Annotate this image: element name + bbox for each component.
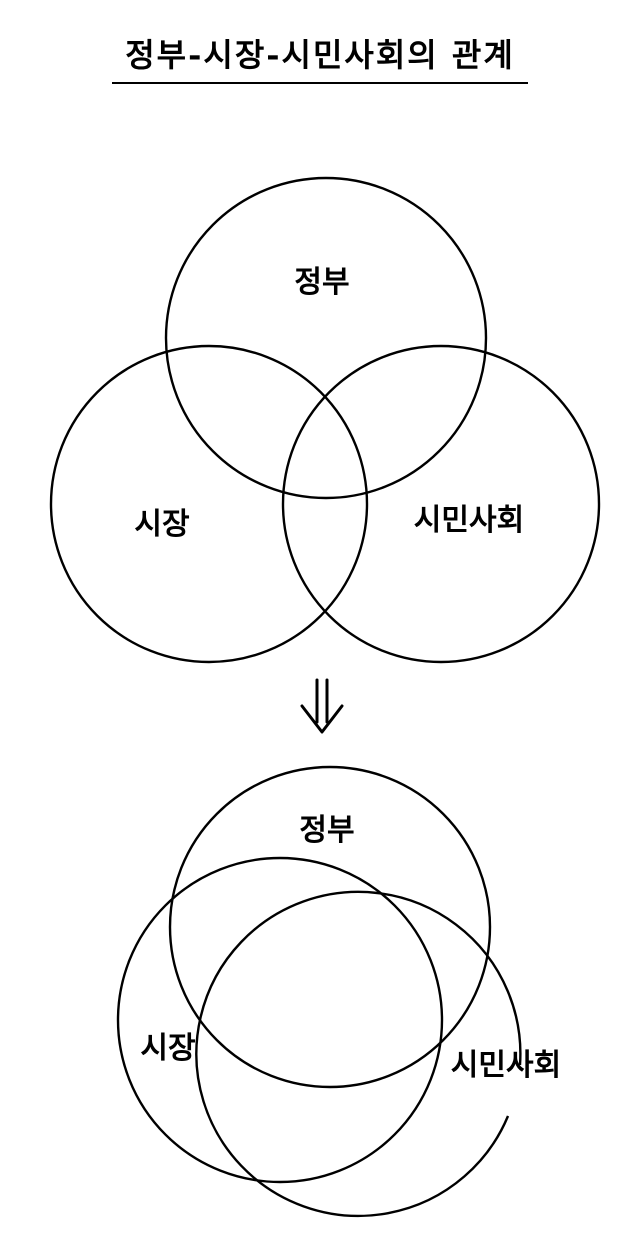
label-market: 시장 bbox=[134, 507, 190, 542]
circle-civil-society-after bbox=[195, 890, 522, 1218]
label-government: 정부 bbox=[294, 265, 349, 300]
label-government-after: 정부 bbox=[299, 813, 354, 848]
circle-civil-society bbox=[281, 344, 601, 664]
circle-market-after bbox=[116, 856, 444, 1184]
circle-government bbox=[164, 176, 488, 500]
venn-diagram-before: 정부 시장 시민사회 bbox=[49, 176, 601, 664]
page-title: 정부-시장-시민사회의 관계 bbox=[125, 36, 515, 74]
circle-market bbox=[49, 344, 369, 664]
circle-government-after bbox=[168, 765, 492, 1089]
label-civil-society: 시민사회 bbox=[414, 503, 524, 538]
label-market-after: 시장 bbox=[140, 1031, 196, 1066]
title-underline bbox=[112, 82, 528, 84]
label-civil-society-after: 시민사회 bbox=[451, 1048, 561, 1083]
